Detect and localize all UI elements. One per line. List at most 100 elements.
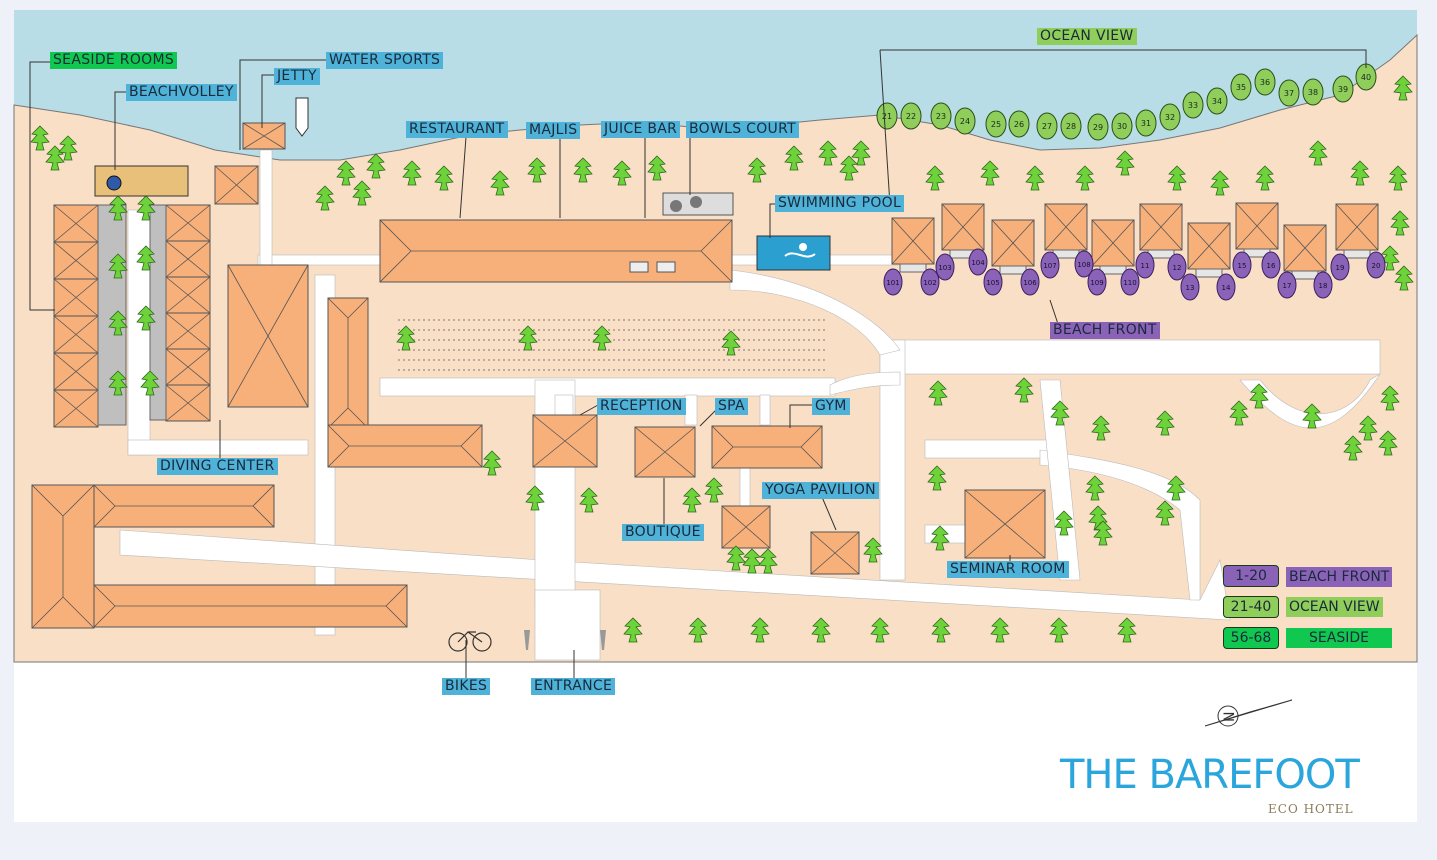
tree-icon [742,548,762,574]
seminar-room-label: SEMINAR ROOM [947,561,1069,578]
diving-center-label: DIVING CENTER [157,458,278,475]
beach-front-room-marker[interactable]: 12 [1167,253,1187,281]
majlis-label: MAJLIS [526,122,581,139]
wing-building-2 [327,424,483,468]
beach-front-room-marker[interactable]: 17 [1277,271,1297,299]
room-number: 23 [936,112,946,121]
ocean-view-room-marker[interactable]: 35 [1230,73,1252,101]
beach-front-room-marker[interactable]: 11 [1135,251,1155,279]
beach-front-room-marker[interactable]: 101 [883,268,903,296]
swimming-pool-label: SWIMMING POOL [775,195,905,212]
ocean-view-room-marker[interactable]: 33 [1182,91,1204,119]
tree-icon [1155,500,1175,526]
ocean-view-room-marker[interactable]: 25 [985,110,1007,138]
ocean-view-room-marker[interactable]: 32 [1159,103,1181,131]
seaside-room [53,204,99,243]
room-number: 18 [1319,282,1328,290]
ocean-view-room-marker[interactable]: 34 [1206,87,1228,115]
tree-icon [1054,510,1074,536]
tree-icon [518,325,538,351]
tree-icon [108,195,128,221]
yoga-pavilion-building [810,531,860,575]
beach-front-room-marker[interactable]: 104 [968,248,988,276]
tree-icon [682,487,702,513]
ocean-view-room-marker[interactable]: 21 [876,102,898,130]
beach-front-room-marker[interactable]: 108 [1074,250,1094,278]
seaside-room [165,276,211,314]
beach-front-room-marker[interactable]: 105 [983,268,1003,296]
ocean-view-room-marker[interactable]: 26 [1008,110,1030,138]
tree-icon [525,485,545,511]
beach-front-room-marker[interactable]: 13 [1180,273,1200,301]
ocean-view-room-marker[interactable]: 31 [1135,109,1157,137]
room-number: 21 [882,112,892,121]
seaside-room [53,389,99,428]
beach-front-room-marker[interactable]: 103 [935,253,955,281]
seaside-room [165,348,211,386]
ocean-view-room-marker[interactable]: 29 [1087,113,1109,141]
room-number: 110 [1123,279,1136,287]
bowls-court-label: BOWLS COURT [686,121,799,138]
gym-label: GYM [812,398,850,415]
ocean-view-room-marker[interactable]: 23 [930,102,952,130]
beach-villa [1044,203,1088,251]
boat-icon [295,97,309,137]
tree-icon [1229,400,1249,426]
diving-wing [31,484,95,629]
tree-icon [592,325,612,351]
room-number: 13 [1186,284,1195,292]
beach-front-room-marker[interactable]: 15 [1232,251,1252,279]
room-number: 103 [938,264,951,272]
beach-front-room-marker[interactable]: 19 [1330,253,1350,281]
entrance-label: ENTRANCE [531,678,616,695]
tree-icon [704,477,724,503]
beachvolley-ball [106,175,122,191]
tree-icon [818,140,838,166]
ocean-view-room-marker[interactable]: 30 [1111,112,1133,140]
beach-villa [1187,222,1231,270]
room-number: 33 [1188,101,1198,110]
tree-icon [352,180,372,206]
seaside-room [165,384,211,422]
beach-front-room-marker[interactable]: 106 [1020,268,1040,296]
beach-front-room-marker[interactable]: 18 [1313,271,1333,299]
beach-front-room-marker[interactable]: 16 [1261,251,1281,279]
spa-label: SPA [715,398,748,415]
room-number: 16 [1267,262,1276,270]
tree-icon [931,617,951,643]
ocean-view-room-marker[interactable]: 27 [1036,112,1058,140]
room-number: 12 [1173,264,1182,272]
water-sports-label: WATER SPORTS [326,52,444,69]
room-number: 19 [1336,264,1345,272]
room-number: 106 [1023,279,1037,287]
beachvolley-label: BEACHVOLLEY [126,84,237,101]
ocean-view-room-marker[interactable]: 38 [1302,78,1324,106]
brand-logo: THE BAREFOOT [1060,752,1360,798]
tree-icon [928,380,948,406]
ocean-view-room-marker[interactable]: 28 [1060,112,1082,140]
ocean-view-room-marker[interactable]: 39 [1332,75,1354,103]
diving-wing-top [93,484,275,528]
bike-icon [448,631,492,652]
tree-icon [1378,430,1398,456]
tree-icon [366,153,386,179]
room-number: 34 [1212,97,1222,106]
brand-subtitle: ECO HOTEL [1268,802,1354,816]
beach-front-room-marker[interactable]: 20 [1366,251,1386,279]
jetty-hut [242,122,286,150]
legend-badge-seaside: 56-68 [1223,627,1279,649]
ocean-view-room-marker[interactable]: 24 [954,107,976,135]
room-number: 22 [906,112,916,121]
tree-icon [108,310,128,336]
beach-front-room-marker[interactable]: 14 [1216,273,1236,301]
boutique-building [634,426,696,478]
beach-front-room-marker[interactable]: 110 [1120,268,1140,296]
beach-front-room-marker[interactable]: 102 [920,268,940,296]
ocean-view-room-marker[interactable]: 37 [1278,79,1300,107]
tree-icon [721,330,741,356]
ocean-view-room-marker[interactable]: 22 [900,102,922,130]
ocean-view-room-marker[interactable]: 36 [1254,68,1276,96]
tree-icon [136,305,156,331]
beach-front-room-marker[interactable]: 107 [1040,251,1060,279]
beach-front-room-marker[interactable]: 109 [1087,268,1107,296]
